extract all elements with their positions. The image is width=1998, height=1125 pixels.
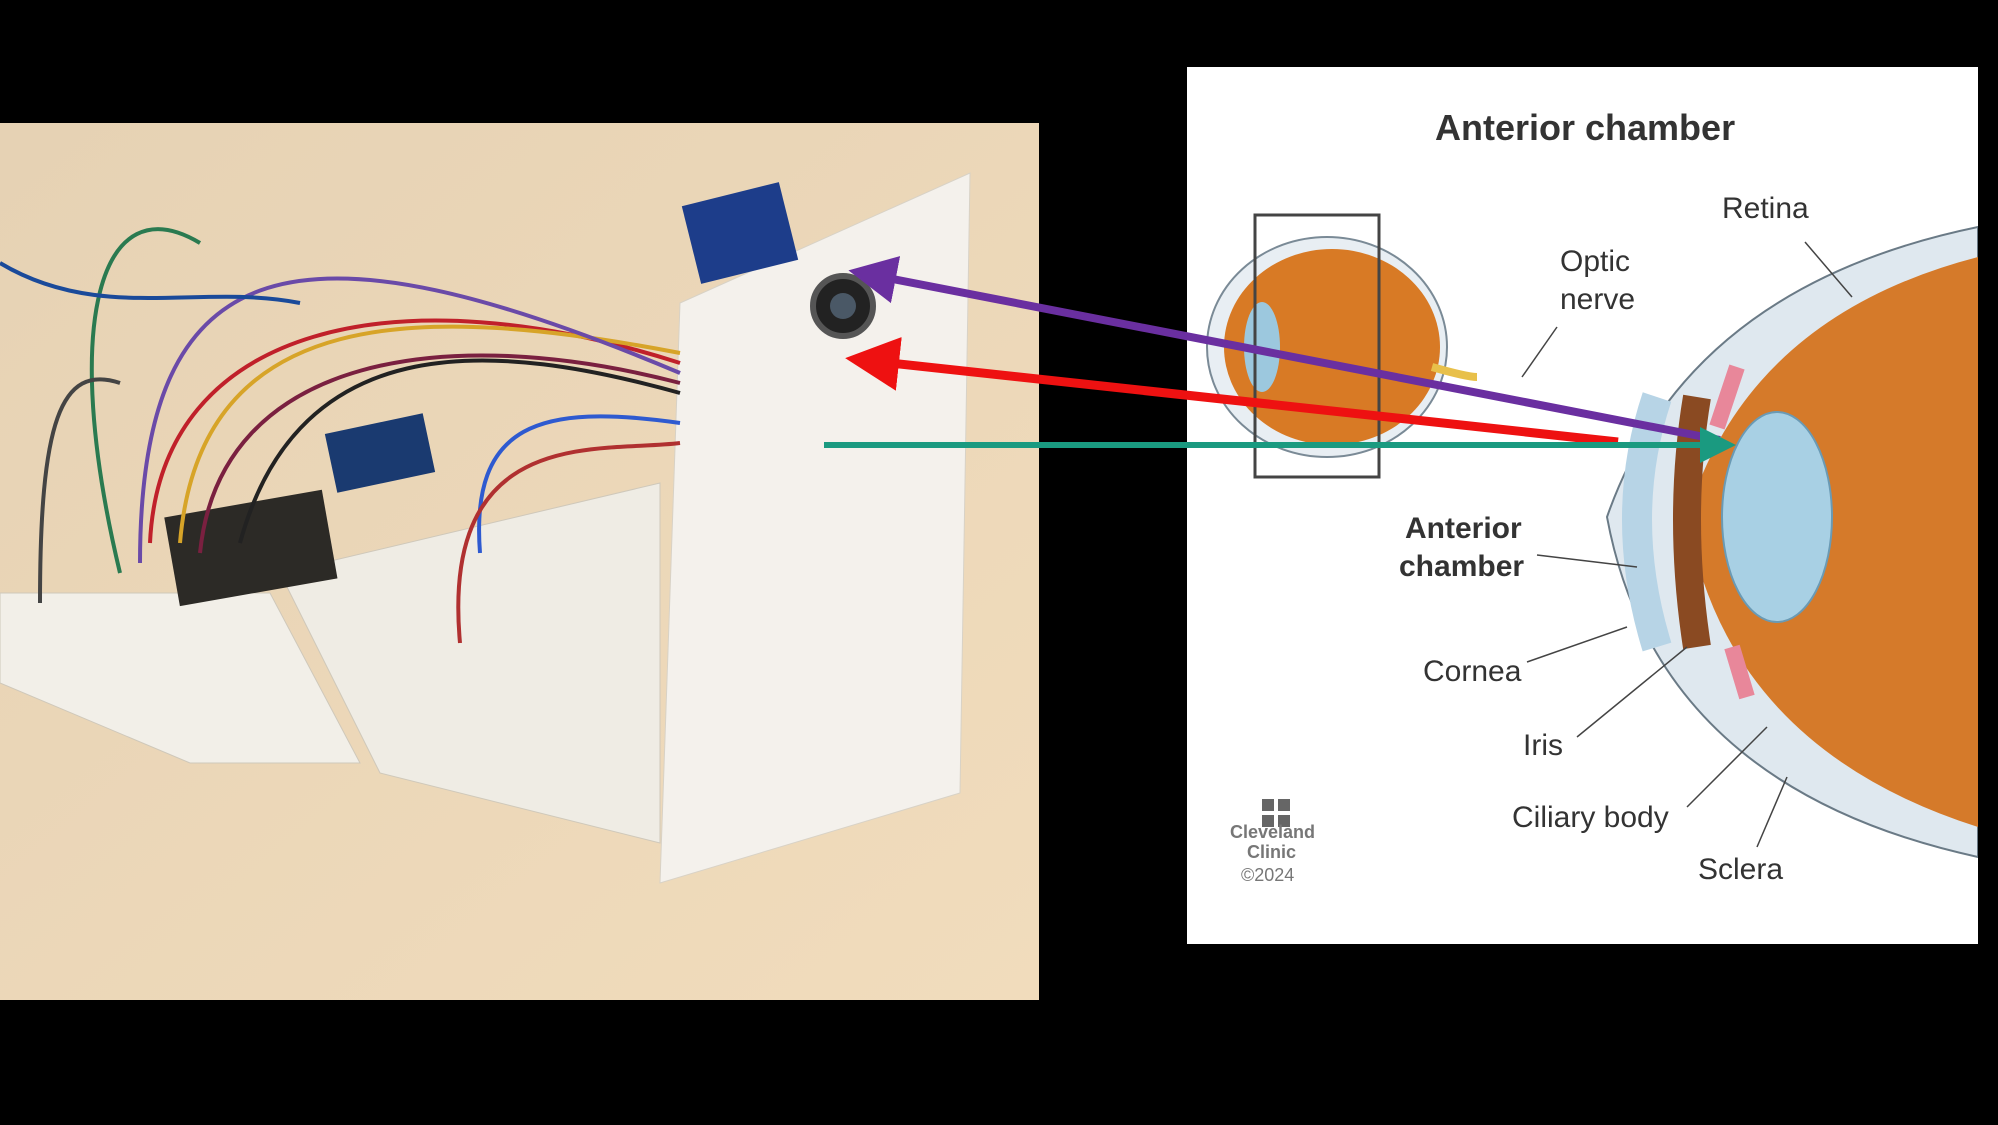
- jumper-wires: [0, 227, 681, 644]
- label-ciliary-body: Ciliary body: [1512, 801, 1669, 834]
- breadboard-right: [279, 482, 661, 844]
- label-anterior-chamber-2: chamber: [1399, 550, 1525, 583]
- camera-module: [681, 182, 799, 284]
- leader-lines: [1521, 241, 1853, 848]
- eye-anatomy-diagram: Anterior chamber: [1187, 67, 1978, 944]
- purple-arrow: [848, 256, 1721, 444]
- label-sclera: Sclera: [1698, 853, 1784, 886]
- oled-display: [324, 413, 436, 493]
- eye-illustration: [1206, 213, 1978, 859]
- cleveland-clinic-logo-icon: [1262, 799, 1290, 827]
- label-retina: Retina: [1722, 192, 1809, 225]
- logo-line2: Clinic: [1247, 842, 1297, 862]
- red-arrow: [845, 337, 1619, 447]
- label-cornea: Cornea: [1423, 655, 1522, 688]
- logo-line1: Cleveland: [1230, 822, 1316, 842]
- label-anterior-chamber-1: Anterior: [1405, 512, 1522, 545]
- label-iris: Iris: [1523, 729, 1563, 762]
- label-optic-nerve-2: nerve: [1560, 283, 1636, 316]
- logo-copyright: ©2024: [1241, 865, 1295, 885]
- diagram-title: Anterior chamber: [1435, 107, 1736, 148]
- large-eye: [1605, 225, 1978, 859]
- label-optic-nerve-1: Optic: [1560, 245, 1631, 278]
